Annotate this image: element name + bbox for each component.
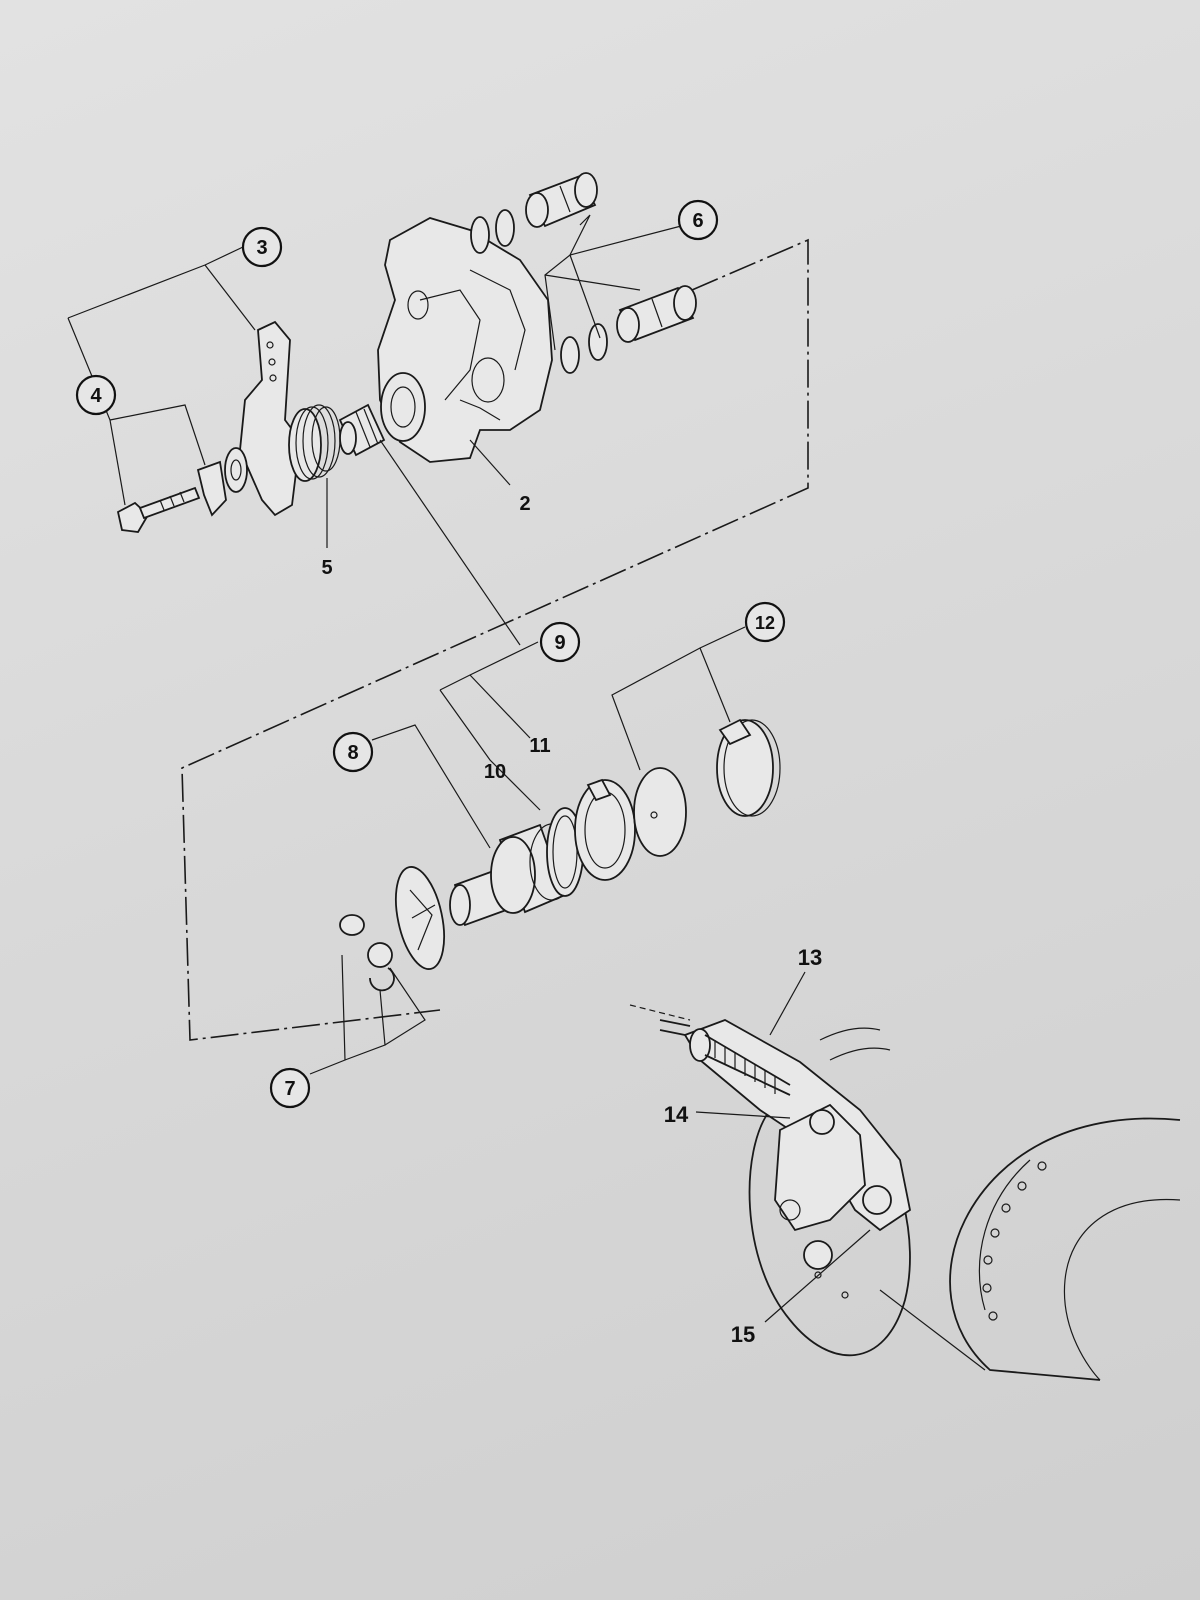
svg-text:10: 10	[484, 761, 506, 783]
svg-text:15: 15	[731, 1322, 755, 1347]
installed-caliper	[774, 1103, 892, 1270]
svg-text:6: 6	[692, 210, 703, 232]
svg-text:4: 4	[90, 385, 102, 407]
callout-13: 13	[798, 945, 822, 970]
return-spring	[288, 404, 341, 482]
callout-8: 8	[332, 731, 374, 773]
callout-14: 14	[664, 1102, 689, 1127]
cable-spring	[689, 1028, 791, 1096]
svg-text:11: 11	[529, 735, 550, 757]
callout-5: 5	[321, 557, 332, 579]
svg-text:3: 3	[256, 237, 267, 259]
actuator-cam-plate	[395, 866, 445, 970]
lever-washer-nut	[196, 447, 248, 517]
outer-brake-pad	[716, 718, 781, 817]
leader-lines	[67, 214, 871, 1323]
brake-cable	[629, 1004, 691, 1037]
bushing-set-lower	[560, 285, 697, 374]
caliper-body	[377, 217, 553, 463]
brake-lever-arm	[239, 320, 301, 517]
callout-9: 9	[539, 621, 581, 663]
callout-3: 3	[241, 226, 283, 268]
callout-12: 12	[744, 601, 786, 643]
svg-text:12: 12	[755, 613, 775, 633]
circlip-set	[339, 914, 395, 992]
lever-bolt	[116, 486, 201, 533]
assembly-boundary-line	[181, 238, 809, 1041]
wheel-hub	[949, 1117, 1181, 1381]
adjuster-sleeve	[338, 403, 386, 457]
svg-text:13: 13	[798, 945, 822, 970]
bushing-set-upper	[470, 172, 598, 254]
callout-6: 6	[677, 199, 719, 241]
callout-2: 2	[519, 493, 530, 515]
svg-text:5: 5	[321, 557, 332, 579]
svg-text:14: 14	[664, 1102, 689, 1127]
svg-text:8: 8	[347, 742, 358, 764]
svg-text:9: 9	[554, 632, 565, 654]
callout-10: 10	[484, 761, 506, 783]
adjuster-ring	[574, 778, 636, 881]
callout-7: 7	[269, 1067, 311, 1109]
svg-text:7: 7	[284, 1078, 295, 1100]
callout-11: 11	[529, 735, 550, 757]
svg-text:2: 2	[519, 493, 530, 515]
inner-brake-pad	[633, 767, 687, 857]
callout-15: 15	[731, 1322, 755, 1347]
callout-4: 4	[75, 374, 117, 416]
